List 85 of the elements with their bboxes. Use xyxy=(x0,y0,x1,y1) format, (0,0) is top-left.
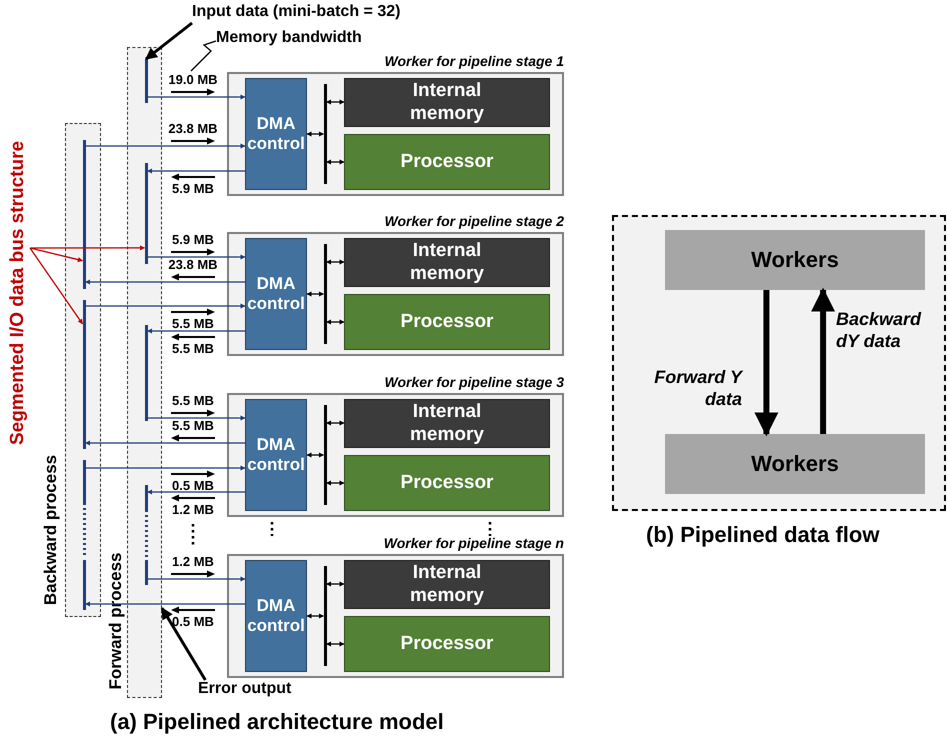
arrow xyxy=(306,452,324,458)
arrow xyxy=(30,247,83,262)
arrow xyxy=(306,291,324,297)
worker-heading: Worker for pipeline stage n xyxy=(384,535,564,551)
arrow xyxy=(84,601,245,607)
processor-block: Processor xyxy=(344,134,550,190)
bus-line xyxy=(324,244,326,344)
band-label: Forward process xyxy=(106,552,126,692)
annotation-text: Input data (mini-batch = 32) xyxy=(192,3,432,23)
arrow xyxy=(84,440,245,446)
edge-label: 0.5 MB xyxy=(172,479,214,493)
memory-block: Internal memory xyxy=(344,560,550,609)
bus-line xyxy=(324,84,326,184)
workers-block: Workers xyxy=(665,230,925,290)
vertical-annotation: Segmented I/O data bus structure xyxy=(6,120,30,465)
figure-caption: (a) Pipelined architecture model xyxy=(110,709,444,735)
bus-line xyxy=(144,59,148,103)
bus-line xyxy=(324,566,326,666)
arrow xyxy=(326,259,345,265)
bus-line xyxy=(144,163,148,264)
panel-caption: (b) Pipelined data flow xyxy=(646,522,880,548)
arrow xyxy=(811,288,836,434)
arrow xyxy=(148,415,246,421)
workers-block: Workers xyxy=(665,434,925,494)
arrow xyxy=(148,94,246,100)
arrow xyxy=(84,279,245,285)
arrow xyxy=(30,245,146,250)
annotation-text: Memory bandwidth xyxy=(216,29,406,49)
arrow xyxy=(326,159,345,165)
band-label: Backward process xyxy=(41,453,61,607)
edge-label: 23.8 MB xyxy=(168,122,218,136)
leader-line xyxy=(190,40,216,72)
worker-heading: Worker for pipeline stage 1 xyxy=(384,53,564,69)
arrow xyxy=(754,290,778,436)
arrow xyxy=(326,581,345,587)
arrow xyxy=(86,465,246,471)
arrow xyxy=(160,607,207,681)
arrow xyxy=(148,254,246,260)
arrow xyxy=(148,576,246,582)
bus-line xyxy=(82,140,86,289)
bus-line xyxy=(82,300,86,449)
edge-label: 5.5 MB xyxy=(172,394,214,408)
worker-heading: Worker for pipeline stage 2 xyxy=(384,213,564,229)
dma-control-block: DMA control xyxy=(245,78,307,190)
worker-heading: Worker for pipeline stage 3 xyxy=(384,374,564,390)
edge-label: 5.5 MB xyxy=(172,317,214,331)
edge-label: 1.2 MB xyxy=(172,555,214,569)
memory-block: Internal memory xyxy=(344,399,550,448)
arrow xyxy=(86,303,246,309)
edge-label: Backward dY data xyxy=(836,308,922,352)
annotation-text: Error output xyxy=(198,680,320,700)
arrow xyxy=(326,480,345,486)
bus-line xyxy=(144,485,148,585)
arrow xyxy=(146,328,245,334)
arrow xyxy=(29,248,84,324)
edge-label: 23.8 MB xyxy=(168,258,218,272)
edge-label: 1.2 MB xyxy=(172,503,214,517)
edge-label: 5.5 MB xyxy=(172,419,214,433)
memory-block: Internal memory xyxy=(344,238,550,287)
bus-line xyxy=(324,405,326,505)
edge-label: 5.9 MB xyxy=(172,233,214,247)
arrow xyxy=(326,99,345,105)
arrow xyxy=(146,168,245,174)
dma-control-block: DMA control xyxy=(245,560,307,672)
dma-control-block: DMA control xyxy=(245,399,307,511)
arrow xyxy=(326,420,345,426)
arrow xyxy=(86,143,246,149)
processor-block: Processor xyxy=(344,455,550,511)
bus-line xyxy=(82,460,86,610)
edge-label: 19.0 MB xyxy=(168,73,218,87)
processor-block: Processor xyxy=(344,294,550,350)
edge-label: Forward Y data xyxy=(653,366,742,410)
arrow xyxy=(145,22,193,60)
arrow xyxy=(306,613,324,619)
arrow xyxy=(146,489,245,495)
arrow xyxy=(326,319,345,325)
arrow xyxy=(306,131,324,137)
bus-line xyxy=(144,325,148,421)
edge-label: 5.9 MB xyxy=(172,182,214,196)
arrow xyxy=(326,641,345,647)
processor-block: Processor xyxy=(344,616,550,672)
dma-control-block: DMA control xyxy=(245,238,307,350)
edge-label: 0.5 MB xyxy=(172,615,214,629)
memory-block: Internal memory xyxy=(344,78,550,127)
edge-label: 5.5 MB xyxy=(172,342,214,356)
